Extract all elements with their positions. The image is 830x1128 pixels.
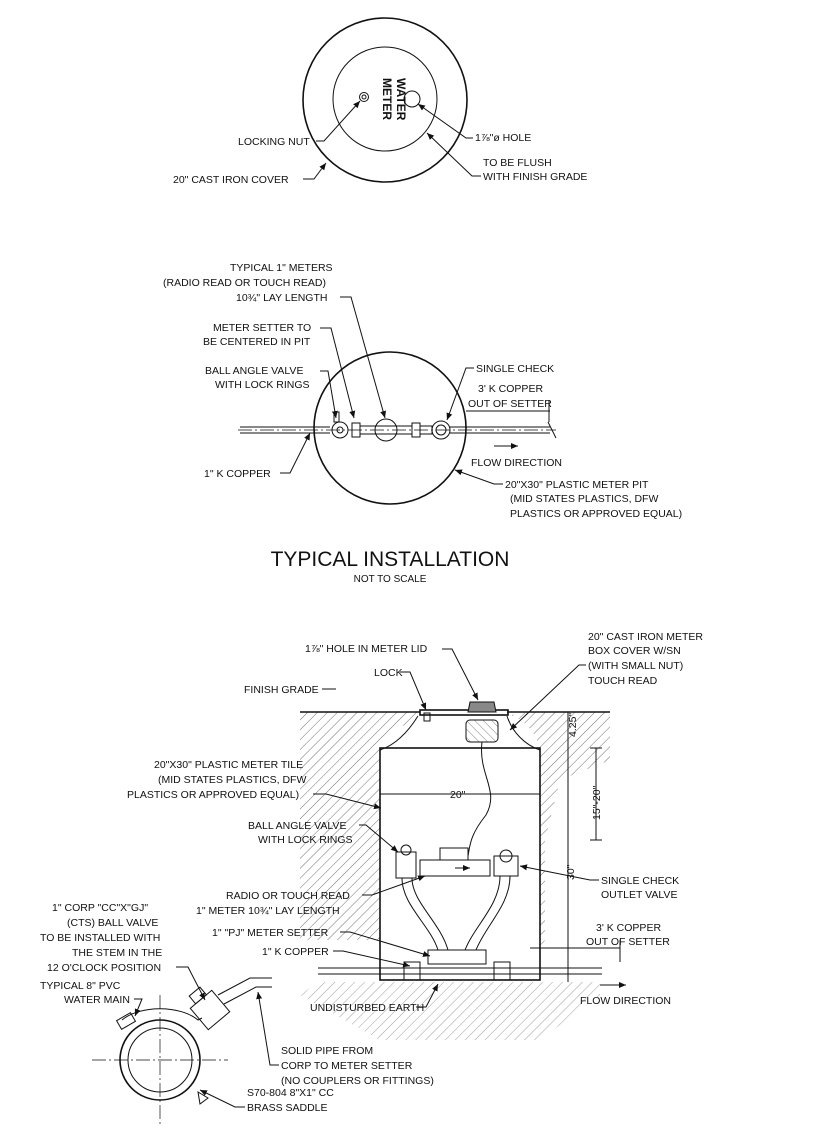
section-copper-out-label-1: 3' K COPPER bbox=[596, 922, 661, 934]
section-k-copper-label: 1" K COPPER bbox=[262, 946, 329, 958]
dim-15-20: 15"-20" bbox=[591, 785, 603, 820]
touch-read-wire bbox=[467, 741, 492, 857]
lock-icon bbox=[423, 712, 431, 722]
saddle-label-2: BRASS SADDLE bbox=[247, 1102, 328, 1114]
meter-setter-base bbox=[427, 949, 487, 965]
cover-view: WATER METER LOCKING NUT 20" CAST IRON CO… bbox=[173, 17, 587, 186]
flush-label-1: TO BE FLUSH bbox=[483, 157, 552, 169]
meter-box-lid bbox=[419, 709, 509, 716]
corp-label-3: TO BE INSTALLED WITH bbox=[40, 932, 160, 944]
cast-iron-cover-label: 20" CAST IRON COVER bbox=[173, 174, 289, 186]
saddle-label-1: S70-804 8"X1" CC bbox=[247, 1087, 334, 1099]
section-flow-label: FLOW DIRECTION bbox=[580, 995, 671, 1007]
section-ball-valve-icon bbox=[395, 851, 417, 879]
plastic-meter-pit-outline bbox=[313, 351, 467, 505]
ball-angle-valve-icon bbox=[331, 421, 349, 439]
check-valve-label-2: OUTLET VALVE bbox=[601, 889, 677, 901]
tile-label-1: 20"X30" PLASTIC METER TILE bbox=[154, 759, 303, 771]
section-copper-out-label-2: OUT OF SETTER bbox=[586, 936, 670, 948]
meter-register-icon bbox=[374, 418, 398, 442]
meters-label-3: 10¾" LAY LENGTH bbox=[236, 292, 327, 304]
corp-label-4: THE STEM IN THE bbox=[72, 947, 162, 959]
lid-text-meter: METER bbox=[380, 78, 394, 120]
ground-hatch-left bbox=[300, 712, 418, 940]
lock-label: LOCK bbox=[374, 667, 403, 679]
check-valve-label-1: SINGLE CHECK bbox=[601, 875, 679, 887]
plan-view: TYPICAL 1" METERS (RADIO READ OR TOUCH R… bbox=[163, 262, 682, 520]
section-view: 4.25" 15"-20" 20" 30" 1⅞" HOLE IN METER … bbox=[40, 631, 703, 1126]
lid-inner-circle bbox=[332, 46, 438, 152]
meters-label-2: (RADIO READ OR TOUCH READ) bbox=[163, 277, 326, 289]
meters-label-1: TYPICAL 1" METERS bbox=[230, 262, 333, 274]
cast-iron-cover-outline bbox=[302, 17, 468, 183]
solid-pipe-label-1: SOLID PIPE FROM bbox=[281, 1045, 373, 1057]
hole-lid-label: 1⅞" HOLE IN METER LID bbox=[305, 643, 428, 655]
drawing-title: TYPICAL INSTALLATION bbox=[271, 548, 510, 571]
touch-read-pad bbox=[467, 701, 497, 713]
brass-saddle bbox=[121, 1008, 203, 1021]
lid-hole-icon bbox=[403, 90, 421, 108]
section-ball-label-2: WITH LOCK RINGS bbox=[258, 834, 353, 846]
ball-valve-label-2: WITH LOCK RINGS bbox=[215, 379, 310, 391]
box-cover-label-2: BOX COVER W/SN bbox=[588, 645, 681, 657]
locking-nut-label: LOCKING NUT bbox=[238, 136, 310, 148]
corp-ball-valve bbox=[188, 986, 231, 1031]
plastic-meter-tile bbox=[379, 747, 541, 981]
copper-out-label-2: OUT OF SETTER bbox=[468, 398, 552, 410]
radio-label-1: RADIO OR TOUCH READ bbox=[226, 890, 350, 902]
box-cover-label-1: 20" CAST IRON METER bbox=[588, 631, 703, 643]
corp-label-1: 1" CORP "CC"X"GJ" bbox=[52, 902, 148, 914]
setter-label-2: BE CENTERED IN PIT bbox=[203, 336, 311, 348]
corp-label-2: (CTS) BALL VALVE bbox=[67, 917, 158, 929]
tile-label-3: PLASTICS OR APPROVED EQUAL) bbox=[127, 789, 299, 801]
dim-30: 30" bbox=[565, 864, 577, 880]
lid-text-water: WATER bbox=[394, 78, 408, 121]
section-check-valve-icon bbox=[493, 855, 519, 877]
dim-4-25: 4.25" bbox=[567, 713, 579, 737]
dim-20: 20" bbox=[450, 789, 466, 801]
flow-direction-label: FLOW DIRECTION bbox=[471, 457, 562, 469]
finish-grade-label: FINISH GRADE bbox=[244, 684, 319, 696]
box-cover-label-4: TOUCH READ bbox=[588, 675, 658, 687]
undisturbed-earth bbox=[300, 982, 600, 1040]
pit-label-2: (MID STATES PLASTICS, DFW bbox=[510, 493, 658, 505]
locking-nut-icon bbox=[359, 92, 369, 102]
main-label-2: WATER MAIN bbox=[64, 994, 130, 1006]
pj-setter-label: 1" "PJ" METER SETTER bbox=[212, 927, 329, 939]
tile-label-2: (MID STATES PLASTICS, DFW bbox=[158, 774, 306, 786]
ground-hatch-right bbox=[510, 712, 610, 950]
solid-pipe-label-3: (NO COUPLERS OR FITTINGS) bbox=[281, 1075, 434, 1087]
k-copper-label: 1" K COPPER bbox=[204, 468, 271, 480]
pit-label-1: 20"X30" PLASTIC METER PIT bbox=[505, 479, 649, 491]
hole-label: 1⅞"ø HOLE bbox=[475, 132, 531, 144]
radio-label-2: 1" METER 10¾" LAY LENGTH bbox=[196, 905, 340, 917]
drawing-subtitle: NOT TO SCALE bbox=[354, 574, 427, 585]
box-cover-label-3: (WITH SMALL NUT) bbox=[588, 660, 683, 672]
setter-label-1: METER SETTER TO bbox=[213, 322, 311, 334]
flush-label-2: WITH FINISH GRADE bbox=[483, 171, 587, 183]
solid-pipe-label-2: CORP TO METER SETTER bbox=[281, 1060, 413, 1072]
copper-out-label-1: 3' K COPPER bbox=[478, 383, 543, 395]
corp-label-5: 12 O'CLOCK POSITION bbox=[47, 962, 161, 974]
solid-pipe bbox=[217, 977, 272, 996]
pit-label-3: PLASTICS OR APPROVED EQUAL) bbox=[510, 508, 682, 520]
ball-valve-label-1: BALL ANGLE VALVE bbox=[205, 365, 303, 377]
single-check-label: SINGLE CHECK bbox=[476, 363, 554, 375]
main-label-1: TYPICAL 8" PVC bbox=[40, 980, 121, 992]
single-check-valve-icon bbox=[431, 420, 451, 440]
earth-label: UNDISTURBED EARTH bbox=[310, 1002, 424, 1014]
section-ball-label-1: BALL ANGLE VALVE bbox=[248, 820, 346, 832]
